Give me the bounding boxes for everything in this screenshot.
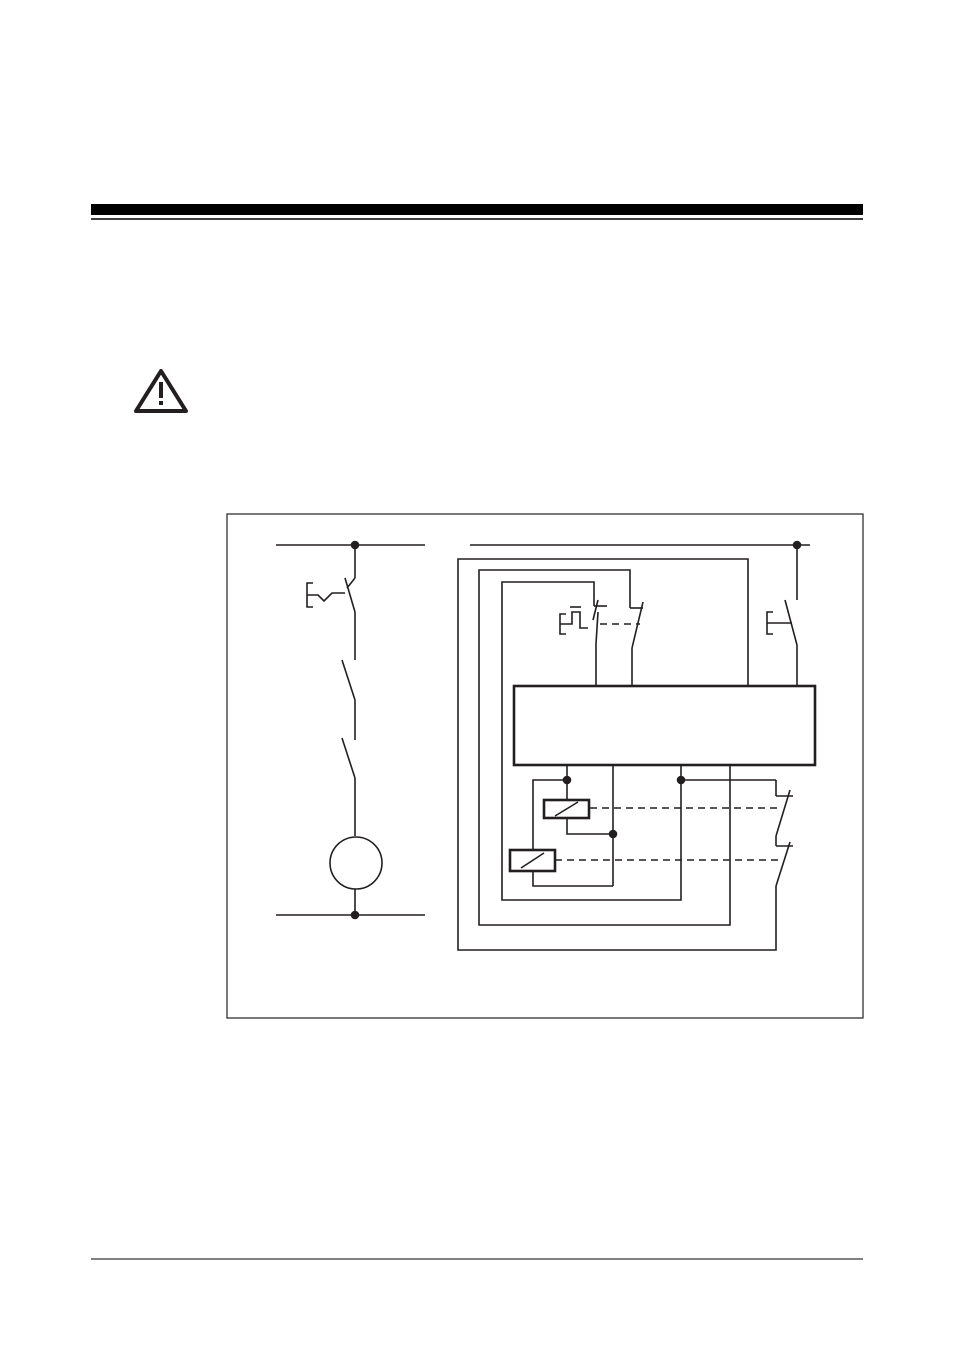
safety-relay-unit <box>514 686 815 765</box>
motor-load <box>330 837 382 889</box>
switch-contact-1 <box>342 660 355 700</box>
relay-coil-2 <box>510 850 555 871</box>
warning-triangle-icon <box>136 371 186 411</box>
output-contact-1 <box>776 780 793 836</box>
mechanical-switch <box>307 578 355 612</box>
left-circuit <box>276 542 425 919</box>
emergency-stop-switch <box>560 600 643 686</box>
junction-dot <box>352 912 359 919</box>
right-circuit <box>458 542 815 951</box>
output-contact-2 <box>776 842 793 886</box>
start-pushbutton <box>767 545 797 686</box>
header-rule <box>91 204 863 219</box>
relay-coil-1 <box>544 800 589 818</box>
switch-contact-2 <box>342 738 355 778</box>
